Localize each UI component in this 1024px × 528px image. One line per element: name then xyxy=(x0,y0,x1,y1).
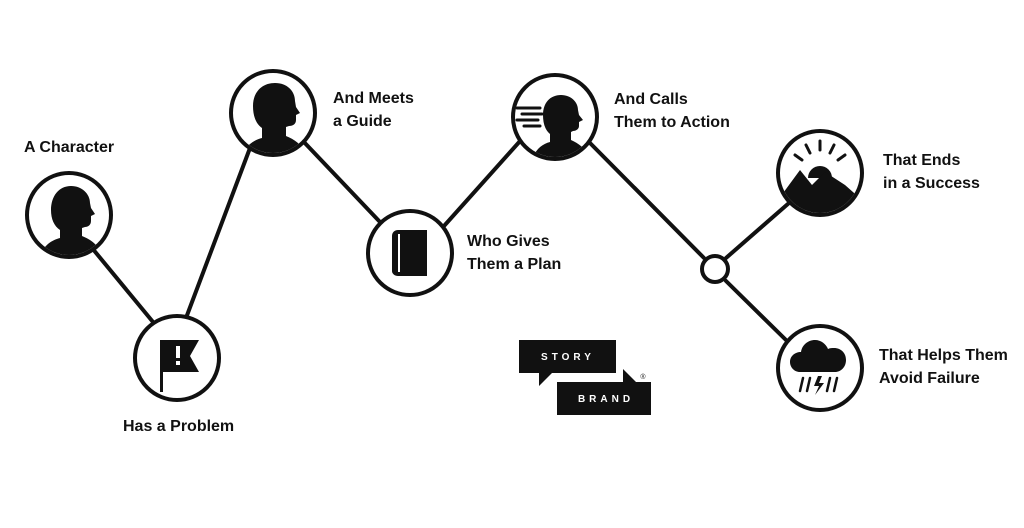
node-failure xyxy=(776,324,864,412)
path-line xyxy=(184,146,252,320)
character-head-icon xyxy=(40,186,102,255)
book-icon xyxy=(392,230,427,276)
moving-head-icon xyxy=(515,95,590,157)
path-line xyxy=(587,140,706,260)
label-action: And Calls Them to Action xyxy=(614,91,730,131)
node-problem xyxy=(133,314,221,402)
flag-exclamation-icon xyxy=(160,340,199,392)
path-line xyxy=(724,279,789,343)
node-character xyxy=(25,171,113,259)
path-line xyxy=(724,201,791,260)
node-success xyxy=(776,129,864,217)
label-problem: Has a Problem xyxy=(123,418,235,435)
path-line xyxy=(90,246,155,324)
guide-head-icon xyxy=(242,83,306,153)
path-line xyxy=(300,138,382,224)
node-plan xyxy=(366,209,454,297)
junction-node xyxy=(700,254,730,284)
mountain-sunrise-icon xyxy=(780,139,860,213)
label-failure: That Helps Them Avoid Failure xyxy=(879,347,1008,387)
storybrand-logo: STORY BRAND ® xyxy=(519,340,651,415)
logo-top-bubble xyxy=(519,340,616,386)
registered-mark: ® xyxy=(640,373,646,381)
logo-top-word: STORY xyxy=(541,352,595,363)
path-line xyxy=(442,138,523,228)
node-guide xyxy=(229,69,317,157)
logo-bottom-bubble xyxy=(557,369,651,415)
logo-bottom-word: BRAND xyxy=(578,394,634,405)
node-action xyxy=(511,73,599,161)
label-character: A Character xyxy=(24,139,115,156)
label-guide: And Meets a Guide xyxy=(333,90,414,130)
storm-cloud-icon xyxy=(790,340,846,395)
label-plan: Who Gives Them a Plan xyxy=(467,233,562,273)
label-success: That Ends in a Success xyxy=(883,152,980,192)
path-lines xyxy=(90,138,791,343)
